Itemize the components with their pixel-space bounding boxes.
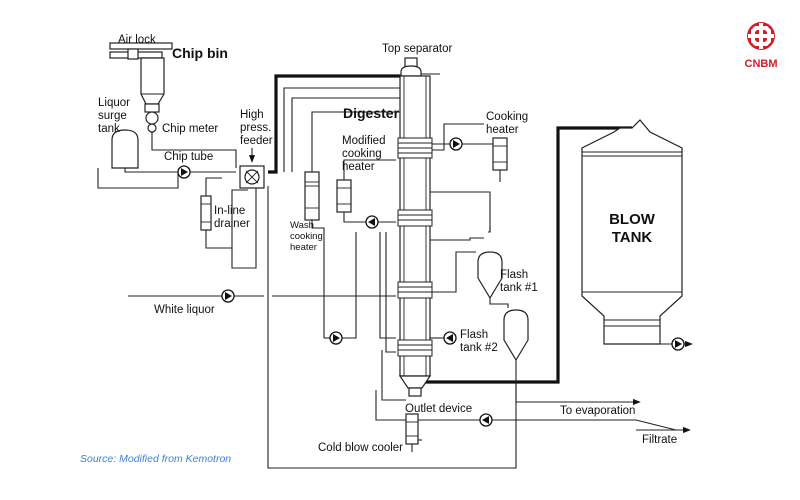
feeder-label-3: feeder bbox=[240, 135, 273, 147]
wash-heater-label-3: heater bbox=[290, 242, 317, 253]
flash-tank-2-label-1: Flash bbox=[460, 329, 488, 341]
wash-heater-label-2: cooking bbox=[290, 231, 323, 242]
pump-cooking bbox=[449, 137, 463, 151]
filtrate-label: Filtrate bbox=[642, 434, 677, 446]
white-liquor-label: White liquor bbox=[154, 304, 215, 316]
liquor-surge-label-2: surge bbox=[98, 110, 127, 122]
blow-tank-label-2: TANK bbox=[612, 229, 653, 246]
top-separator-label: Top separator bbox=[382, 43, 452, 55]
liquor-surge-label-3: tank bbox=[98, 123, 120, 135]
chip-meter-label: Chip meter bbox=[162, 123, 218, 135]
inline-drainer-label-2: drainer bbox=[214, 218, 250, 230]
flash-tank-1-label-2: tank #1 bbox=[500, 282, 538, 294]
liquor-surge-label-1: Liquor bbox=[98, 97, 130, 109]
to-evaporation-label: To evaporation bbox=[560, 405, 635, 417]
pump-bottom-circulation bbox=[443, 331, 457, 345]
source-caption: Source: Modified from Kemotron bbox=[80, 453, 231, 465]
flash-tank-2-label-2: tank #2 bbox=[460, 342, 498, 354]
inline-drainer-label-1: In-line bbox=[214, 205, 245, 217]
liquor-surge-tank: Liquor surge tank Chip tube bbox=[98, 97, 213, 169]
high-press-feeder: High press. feeder bbox=[239, 109, 273, 189]
cold-blow-cooler: Outlet device Cold blow cooler bbox=[318, 403, 472, 454]
wash-cooking-heater: Wash cooking heater bbox=[290, 171, 323, 253]
screen-band-2 bbox=[397, 209, 433, 227]
pump-modified bbox=[365, 215, 379, 229]
outlet-device-label: Outlet device bbox=[405, 403, 472, 415]
logo-text: CNBM bbox=[745, 58, 778, 70]
pump-white-liquor bbox=[221, 289, 235, 303]
cooking-heater: Cooking heater bbox=[486, 111, 528, 171]
flash-tank-1-label-1: Flash bbox=[500, 269, 528, 281]
modified-heater-label-3: heater bbox=[342, 161, 375, 173]
air-lock-label: Air lock bbox=[118, 34, 156, 46]
screen-band-1 bbox=[397, 137, 433, 159]
wash-heater-label-1: Wash bbox=[290, 220, 314, 231]
modified-cooking-heater: Modified cooking heater bbox=[336, 135, 385, 213]
pump-wash bbox=[329, 331, 343, 345]
cold-blow-cooler-label: Cold blow cooler bbox=[318, 442, 403, 454]
digester-label: Digester bbox=[343, 105, 400, 121]
flash-tank-1: Flash tank #1 bbox=[477, 251, 538, 300]
modified-heater-label-2: cooking bbox=[342, 148, 382, 160]
cooking-heater-label-1: Cooking bbox=[486, 111, 528, 123]
cooking-heater-label-2: heater bbox=[486, 124, 519, 136]
piping bbox=[97, 74, 693, 469]
feeder-label-2: press. bbox=[240, 122, 271, 134]
pump-filtrate bbox=[479, 413, 493, 427]
chip-bin: Air lock Chip bin Chip meter bbox=[109, 34, 228, 135]
blow-line bbox=[418, 126, 632, 384]
feeder-label-1: High bbox=[240, 109, 264, 121]
flash-tank-2: Flash tank #2 bbox=[460, 309, 529, 362]
chip-bin-label: Chip bin bbox=[172, 45, 228, 61]
digester: Top separator Digester bbox=[343, 43, 452, 397]
cnbm-logo: CNBM bbox=[745, 22, 778, 70]
chip-tube-label: Chip tube bbox=[164, 151, 213, 163]
modified-heater-label-1: Modified bbox=[342, 135, 385, 147]
pump-chip-tube bbox=[177, 165, 191, 179]
blow-tank: BLOW TANK bbox=[581, 119, 683, 345]
blow-tank-label-1: BLOW bbox=[609, 211, 656, 228]
chip-feed-line bbox=[268, 74, 404, 174]
screen-band-3 bbox=[397, 281, 433, 299]
screen-band-4 bbox=[397, 339, 433, 357]
inline-drainer: In-line drainer bbox=[200, 195, 250, 231]
pump-blow-tank bbox=[671, 337, 685, 351]
